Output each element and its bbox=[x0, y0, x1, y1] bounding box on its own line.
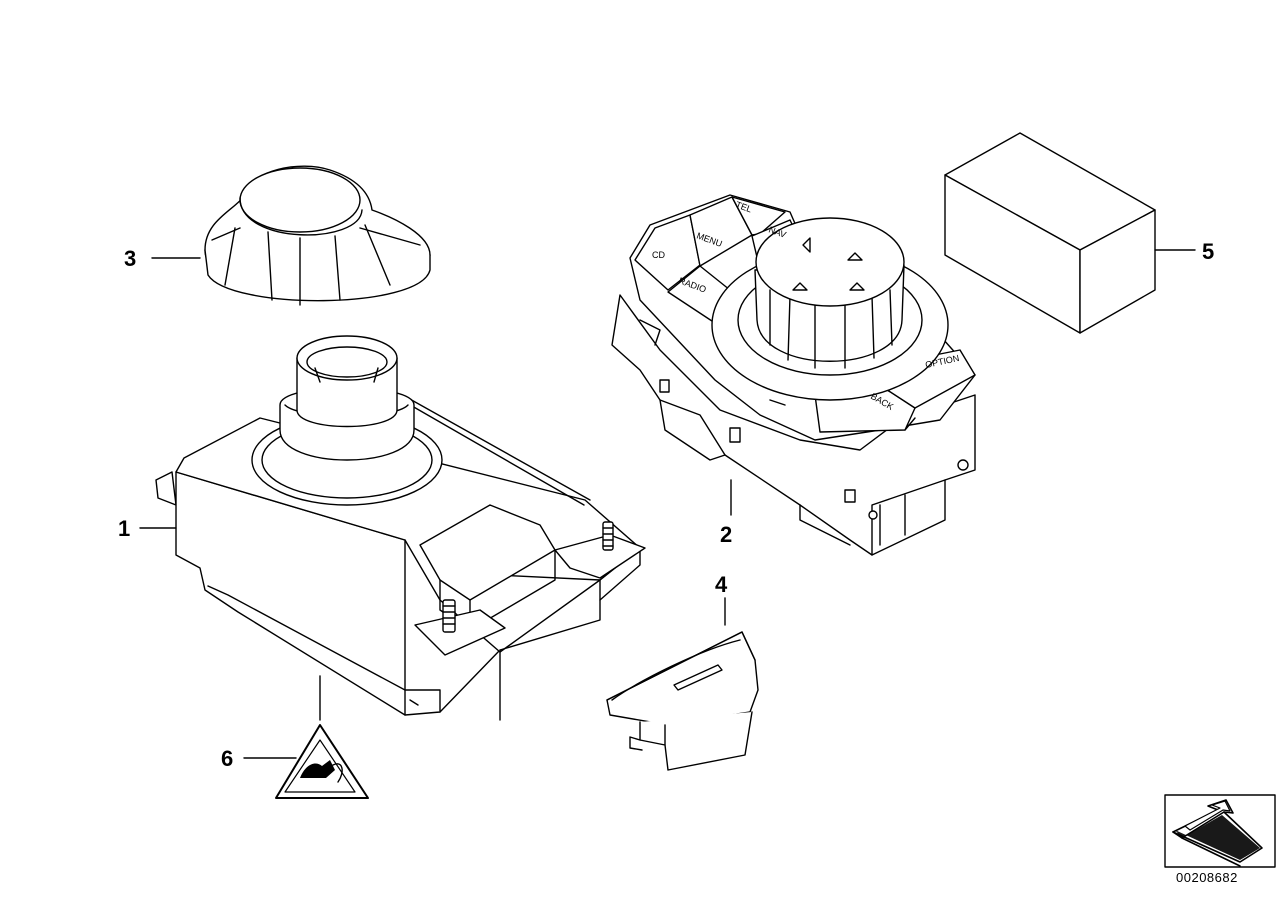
part-3-knob-cap bbox=[204, 165, 431, 306]
direction-arrow-icon bbox=[1164, 794, 1276, 868]
callout-6: 6 bbox=[221, 746, 233, 771]
callout-5: 5 bbox=[1202, 239, 1214, 264]
label-cd: CD bbox=[652, 250, 665, 260]
callout-2: 2 bbox=[720, 522, 732, 547]
callout-3: 3 bbox=[124, 246, 136, 271]
hand-caution-triangle-icon bbox=[275, 724, 369, 799]
part-2-idrive-controller bbox=[611, 194, 976, 556]
part-4-cover bbox=[606, 631, 759, 771]
callout-4: 4 bbox=[715, 572, 728, 597]
document-id: 00208682 bbox=[1176, 870, 1238, 885]
part-5-block bbox=[944, 132, 1156, 334]
part-1-controller-base bbox=[155, 335, 646, 721]
callout-1: 1 bbox=[118, 516, 130, 541]
